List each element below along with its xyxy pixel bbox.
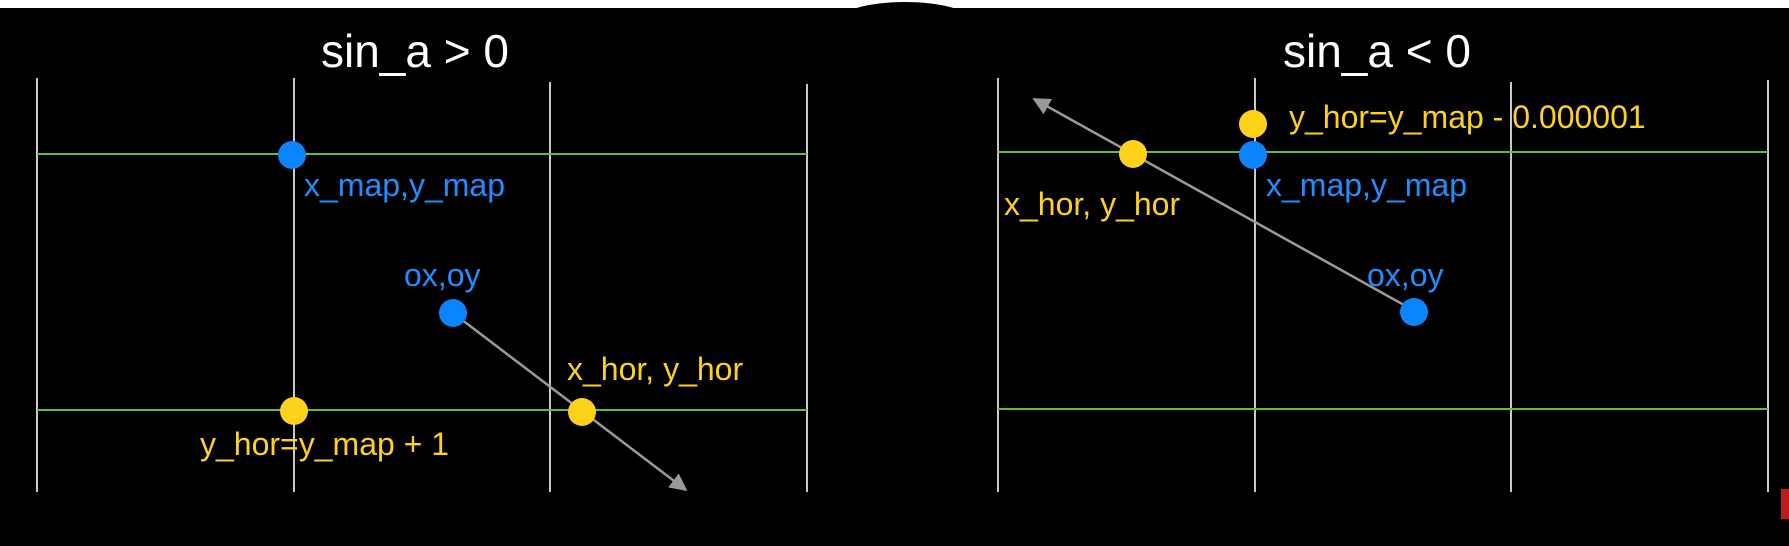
right-grid [997, 78, 1769, 492]
right-formula-label: y_hor=y_map - 0.000001 [1289, 99, 1646, 135]
right-hit-label: x_hor, y_hor [1004, 186, 1180, 222]
right-hit-point [1119, 140, 1147, 168]
left-hor-point [280, 397, 308, 425]
top-blob [837, 2, 973, 42]
panel-right: sin_a < 0 y_hor=y_map - 0.000001 x_hor, … [997, 25, 1769, 492]
panel-left-title: sin_a > 0 [321, 25, 509, 77]
diagram-background [0, 8, 1789, 546]
left-ray-arrow [452, 312, 688, 492]
right-hor-point [1239, 110, 1267, 138]
right-map-point [1239, 141, 1267, 169]
left-hit-point [568, 398, 596, 426]
left-map-point [278, 141, 306, 169]
panel-right-title: sin_a < 0 [1283, 25, 1471, 77]
right-origin-point [1400, 298, 1428, 326]
right-ray-arrow [1032, 97, 1414, 312]
left-formula-label: y_hor=y_map + 1 [200, 426, 449, 462]
left-map-label: x_map,y_map [304, 167, 505, 203]
right-origin-label: ox,oy [1367, 257, 1443, 293]
panel-left: sin_a > 0 x_map,y_map ox,oy x_hor, y_hor… [36, 25, 808, 492]
left-origin-label: ox,oy [404, 257, 480, 293]
right-map-label: x_map,y_map [1266, 167, 1467, 203]
corner-badge [1781, 489, 1789, 519]
left-hit-label: x_hor, y_hor [567, 351, 743, 387]
left-origin-point [439, 299, 467, 327]
